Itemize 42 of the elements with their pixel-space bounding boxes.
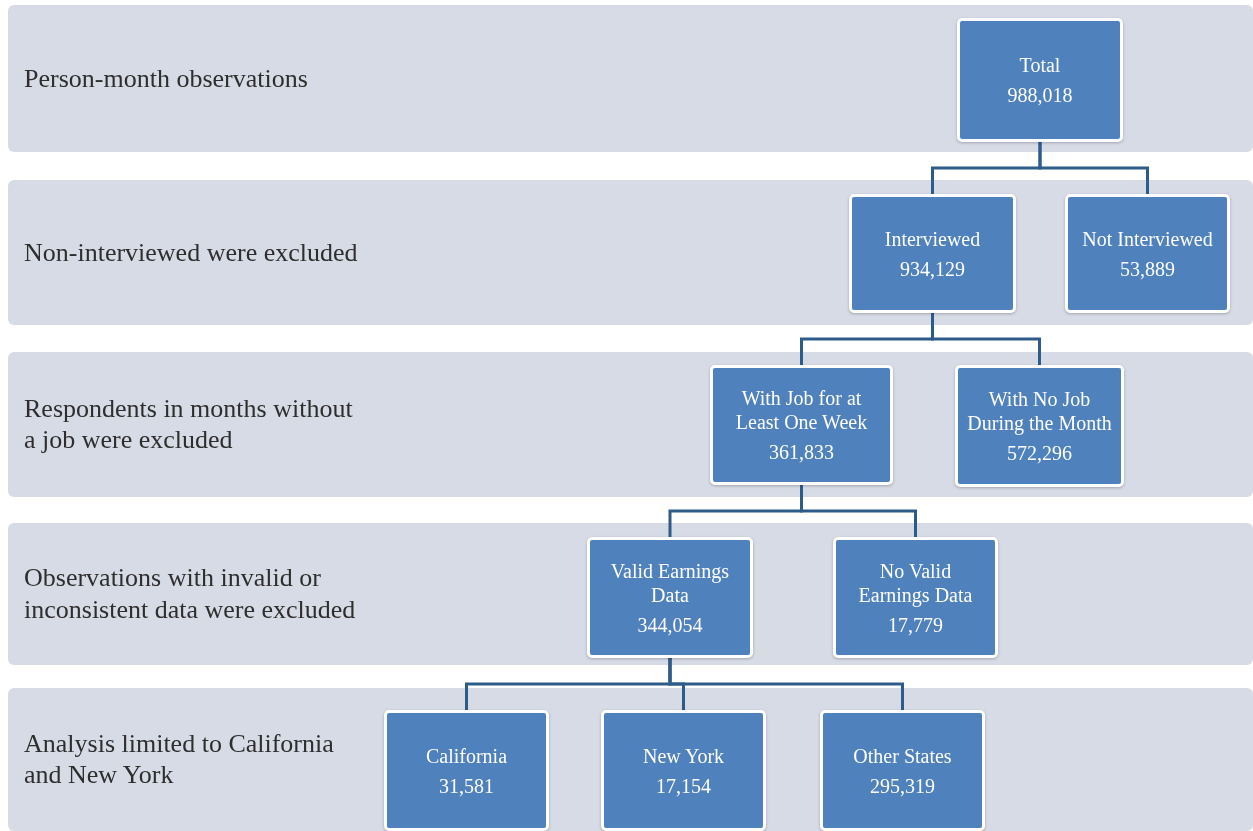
band-label: Respondents in months without a job were excluded <box>24 392 354 457</box>
connector-line <box>668 658 904 710</box>
band-label: Non-interviewed were excluded <box>24 236 359 269</box>
count-label: 17,154 <box>656 773 711 798</box>
box-label: With No Job During the Month <box>966 387 1113 435</box>
box-label: California <box>425 743 508 768</box>
count-box <box>601 710 766 831</box>
count-box <box>955 365 1124 487</box>
count-label: 988,018 <box>1007 83 1073 107</box>
box-label: Valid Earnings Data <box>609 558 731 607</box>
stage-band <box>8 352 1253 497</box>
count-label: 344,054 <box>637 612 703 637</box>
box-label: Other States <box>853 743 952 768</box>
box-label: Total <box>1019 53 1061 77</box>
stage-band <box>8 523 1253 665</box>
count-label: 361,833 <box>769 440 834 464</box>
count-label: 53,889 <box>1120 256 1175 281</box>
band-label: Analysis limited to California and New York <box>24 727 335 792</box>
box-label: With Job for at Least One Week <box>734 386 869 434</box>
count-box <box>833 537 998 658</box>
box-label: Interviewed <box>884 226 981 251</box>
connector-line <box>1038 142 1149 194</box>
box-label: No Valid Earnings Data <box>857 558 974 607</box>
count-label: 17,779 <box>888 612 943 637</box>
band-label: Observations with invalid or inconsistent data were excluded <box>24 562 357 626</box>
count-label: 31,581 <box>439 773 494 798</box>
count-label: 934,129 <box>900 256 965 281</box>
box-label: New York <box>642 743 725 768</box>
count-box <box>710 365 893 485</box>
box-label: Not Interviewed <box>1082 226 1213 251</box>
stage-band <box>8 180 1253 325</box>
count-box <box>820 710 985 831</box>
count-box <box>587 537 753 658</box>
count-box <box>1065 194 1230 313</box>
count-label: 295,319 <box>870 773 935 798</box>
count-label: 572,296 <box>1007 441 1072 465</box>
count-box <box>849 194 1016 313</box>
stage-band <box>8 688 1253 831</box>
band-label: Person-month observations <box>24 62 309 95</box>
count-box <box>384 710 549 831</box>
count-box <box>957 18 1123 142</box>
stage-band <box>8 5 1253 152</box>
